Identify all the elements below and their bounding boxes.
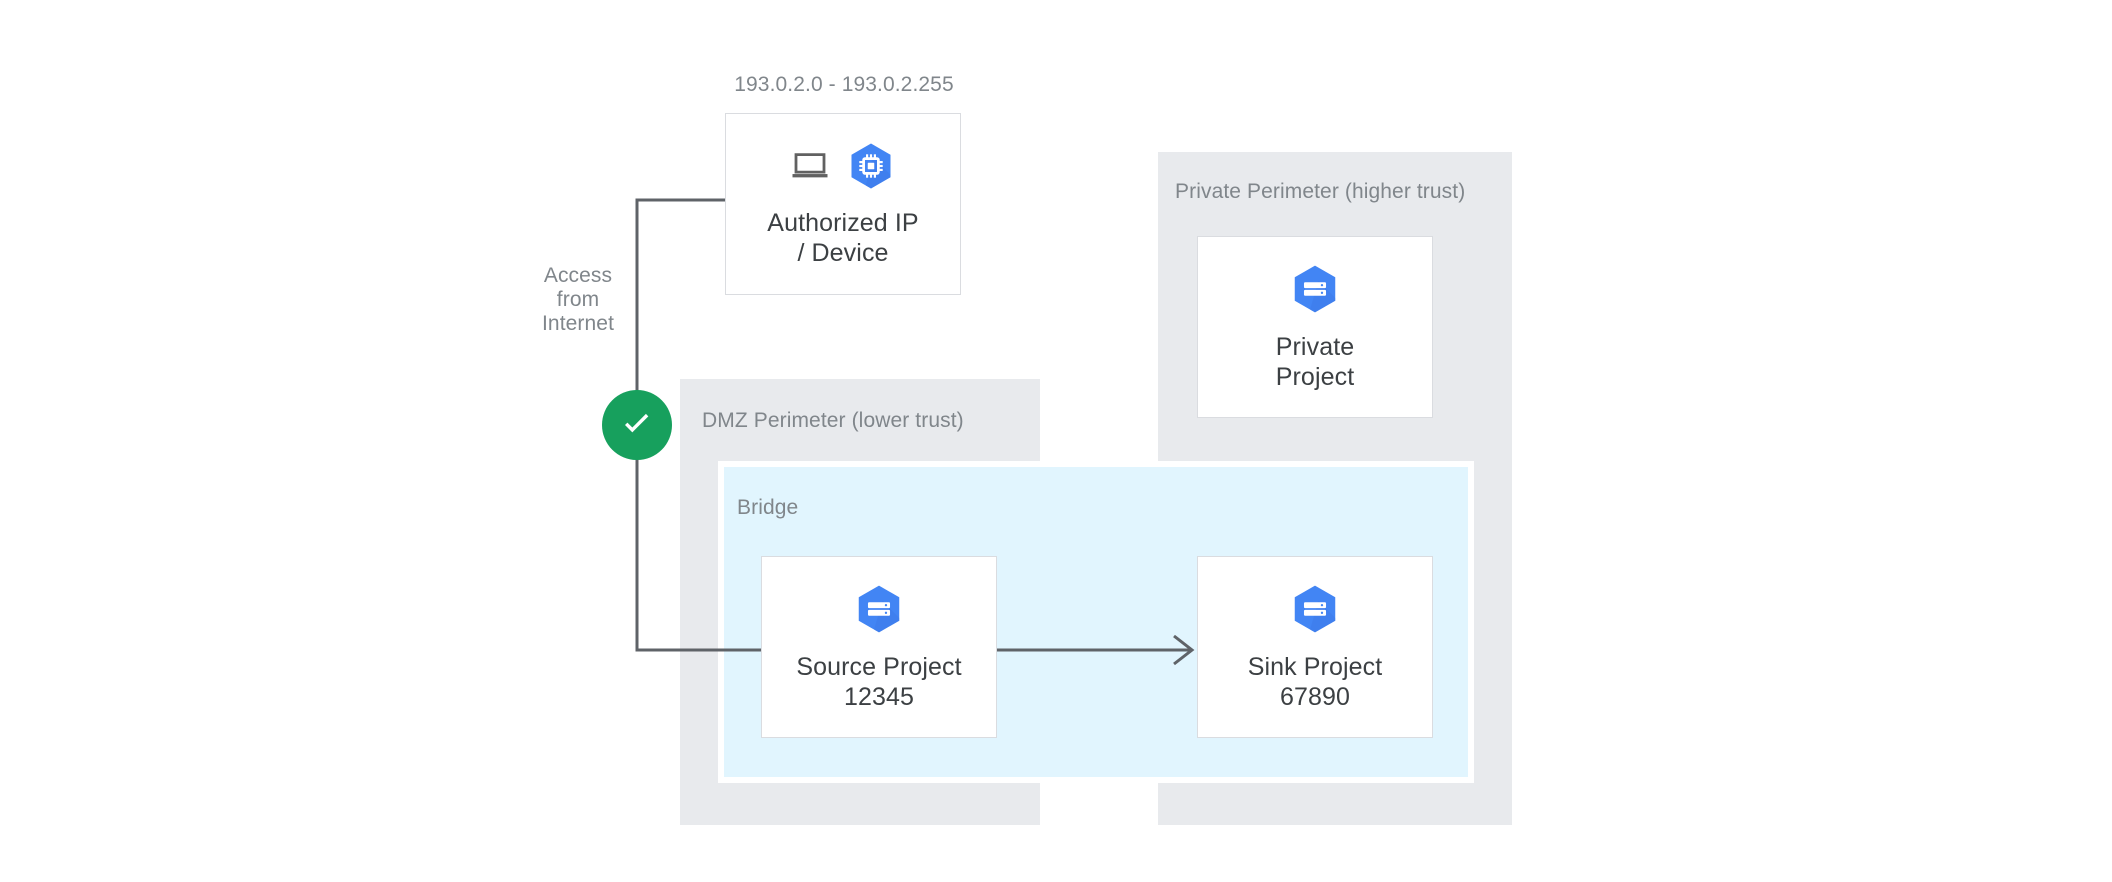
node-title: Source Project 12345 xyxy=(796,653,962,711)
gcp-hexagon-chip-icon xyxy=(851,143,891,189)
node-icons xyxy=(789,140,897,192)
node-title: Sink Project 67890 xyxy=(1247,653,1383,711)
perimeter-dmz-label: DMZ Perimeter (lower trust) xyxy=(702,409,964,432)
node-title: Authorized IP / Device xyxy=(767,209,919,267)
node-icons xyxy=(1288,262,1342,316)
node-private-project[interactable]: Private Project xyxy=(1197,236,1433,418)
access-from-internet-label: Access from Internet xyxy=(541,264,614,335)
node-icons xyxy=(852,582,906,636)
node-icons xyxy=(1288,582,1342,636)
node-title: Private Project xyxy=(1275,333,1355,391)
access-granted-check-badge xyxy=(602,390,672,460)
gcp-hexagon-project-icon xyxy=(858,585,900,633)
laptop-icon xyxy=(792,153,828,178)
node-authorized-ip-device[interactable]: Authorized IP / Device xyxy=(725,113,961,295)
ip-range-caption: 193.0.2.0 - 193.0.2.255 xyxy=(734,73,954,96)
node-sink-project[interactable]: Sink Project 67890 xyxy=(1197,556,1433,738)
check-icon xyxy=(625,413,649,433)
node-source-project[interactable]: Source Project 12345 xyxy=(761,556,997,738)
gcp-hexagon-project-icon xyxy=(1294,585,1336,633)
gcp-hexagon-project-icon xyxy=(1294,265,1336,313)
bridge-label: Bridge xyxy=(737,496,799,519)
perimeter-private-label: Private Perimeter (higher trust) xyxy=(1175,180,1466,203)
